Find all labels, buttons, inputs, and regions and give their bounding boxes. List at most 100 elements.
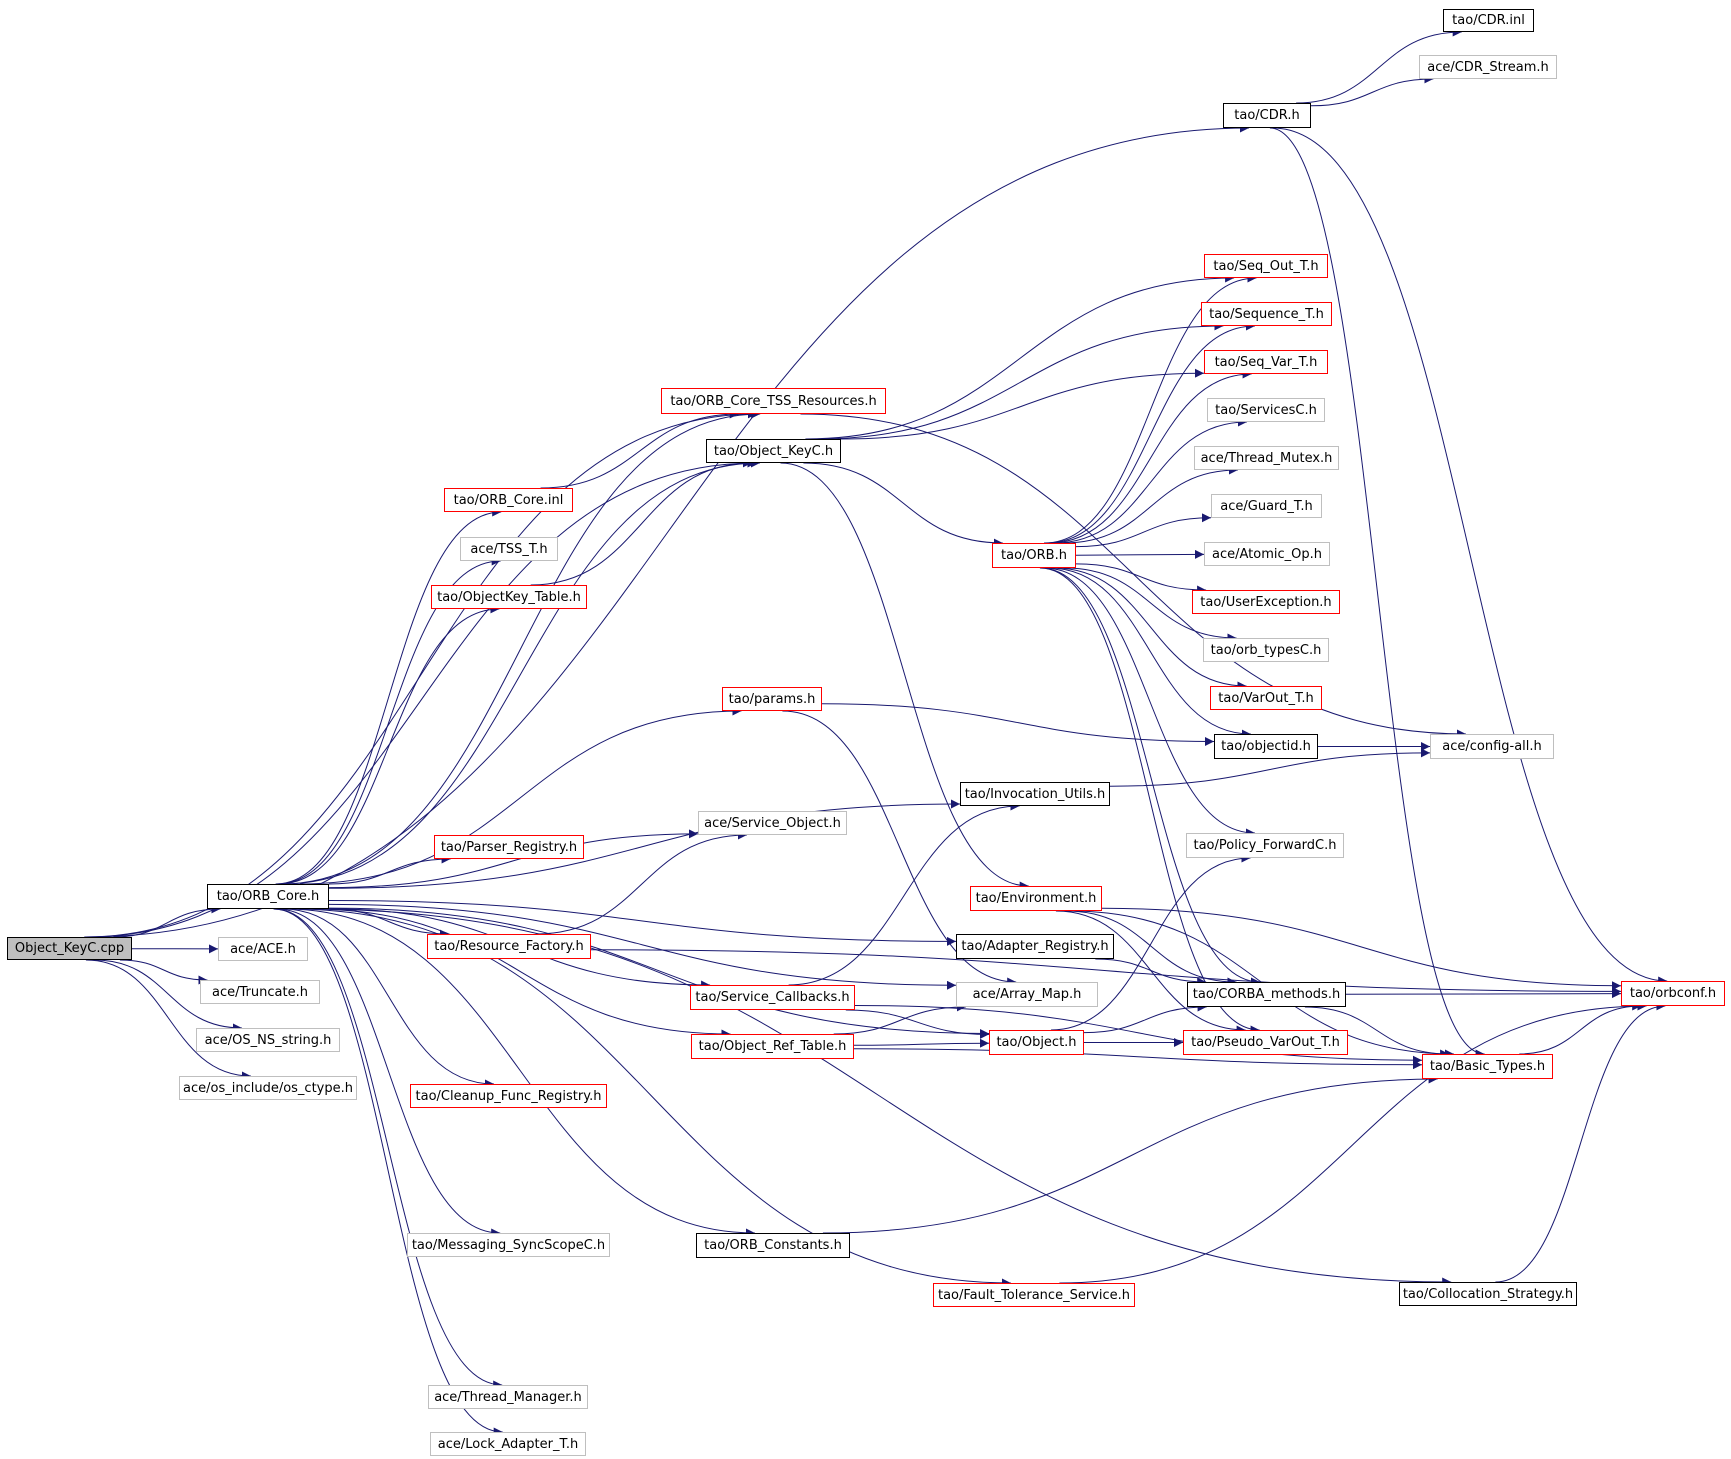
- node-ace-config-all-h[interactable]: ace/config-all.h: [1430, 734, 1554, 759]
- node-tao-cdr-h[interactable]: tao/CDR.h: [1223, 103, 1311, 128]
- node-tao-invocation-utils-h[interactable]: tao/Invocation_Utils.h: [960, 782, 1110, 806]
- node-tao-pseudo-varout-t-h[interactable]: tao/Pseudo_VarOut_T.h: [1183, 1030, 1348, 1055]
- node-tao-object-h[interactable]: tao/Object.h: [989, 1030, 1084, 1055]
- node-tao-servicesc-h[interactable]: tao/ServicesC.h: [1207, 398, 1325, 422]
- edge-n29-n49: [1495, 1001, 1666, 1283]
- node-tao-orb-h[interactable]: tao/ORB.h: [992, 543, 1076, 568]
- node-ace-guard-t-h[interactable]: ace/Guard_T.h: [1211, 494, 1322, 518]
- edge-n1-n26: [276, 908, 501, 1238]
- node-tao-object-ref-table-h[interactable]: tao/Object_Ref_Table.h: [691, 1034, 854, 1059]
- node-tao-cdr-inl[interactable]: tao/CDR.inl: [1443, 9, 1534, 32]
- edge-n32-n38: [1075, 513, 1212, 548]
- edge-n10-n33: [805, 273, 1235, 440]
- edge-n15-n44: [1109, 748, 1431, 787]
- node-tao-orb-core-inl[interactable]: tao/ORB_Core.inl: [444, 488, 573, 512]
- node-ace-cdr-stream-h[interactable]: ace/CDR_Stream.h: [1419, 55, 1557, 79]
- node-tao-sequence-t-h[interactable]: tao/Sequence_T.h: [1201, 302, 1332, 326]
- node-tao-varout-t-h[interactable]: tao/VarOut_T.h: [1210, 686, 1322, 710]
- edge-n32-n41: [1064, 567, 1237, 643]
- edge-n24-n46: [1083, 1002, 1207, 1034]
- edge-n13-n10: [530, 458, 752, 586]
- node-tao-fault-tolerance-service-h[interactable]: tao/Fault_Tolerance_Service.h: [933, 1283, 1135, 1307]
- edge-n0-n5: [85, 959, 251, 1081]
- node-tao-params-h[interactable]: tao/params.h: [722, 687, 822, 711]
- node-tao-cleanup-func-registry-h[interactable]: tao/Cleanup_Func_Registry.h: [410, 1084, 607, 1108]
- edge-n1-n12: [276, 556, 501, 885]
- edge-n19-n49: [1101, 907, 1622, 991]
- edge-n14-n21: [782, 710, 1017, 987]
- node-ace-truncate-h[interactable]: ace/Truncate.h: [200, 980, 320, 1004]
- node-tao-object-keyc-h[interactable]: tao/Object_KeyC.h: [706, 439, 841, 463]
- node-tao-objectkey-table-h[interactable]: tao/ObjectKey_Table.h: [431, 585, 587, 609]
- edge-n23-n21: [833, 1002, 966, 1035]
- edge-n28-n49: [1059, 1001, 1647, 1284]
- node-ace-array-map-h[interactable]: ace/Array_Map.h: [956, 982, 1098, 1007]
- edge-n1-n29: [306, 908, 1452, 1287]
- edge-n0-n10: [85, 458, 757, 938]
- node-tao-service-callbacks-h[interactable]: tao/Service_Callbacks.h: [690, 985, 855, 1010]
- node-tao-messaging-syncscopec-h[interactable]: tao/Messaging_SyncScopeC.h: [407, 1233, 610, 1257]
- edge-n18-n16: [535, 830, 747, 935]
- edge-n1-n30: [273, 908, 503, 1390]
- node-ace-thread-manager-h[interactable]: ace/Thread_Manager.h: [428, 1385, 588, 1409]
- edge-n1-n23: [309, 908, 731, 1039]
- node-tao-resource-factory-h[interactable]: tao/Resource_Factory.h: [427, 934, 591, 959]
- edge-n11-n9: [540, 409, 739, 489]
- node-ace-ace-h[interactable]: ace/ACE.h: [218, 937, 308, 961]
- node-tao-parser-registry-h[interactable]: tao/Parser_Registry.h: [434, 835, 584, 859]
- edge-n19-n46: [1065, 910, 1237, 987]
- node-object-keyc-cpp: Object_KeyC.cpp: [7, 937, 132, 960]
- node-ace-service-object-h[interactable]: ace/Service_Object.h: [698, 811, 847, 835]
- node-tao-environment-h[interactable]: tao/Environment.h: [970, 886, 1102, 911]
- edge-n22-n15: [788, 801, 1020, 986]
- edge-n1-n27: [286, 908, 755, 1238]
- edge-n32-n43: [1049, 567, 1251, 739]
- edge-n6-n48: [1269, 127, 1485, 1059]
- node-ace-atomic-op-h[interactable]: ace/Atomic_Op.h: [1204, 542, 1330, 566]
- edge-n18-n49: [590, 949, 1622, 996]
- node-ace-os-include-os-ctype-h[interactable]: ace/os_include/os_ctype.h: [179, 1076, 357, 1100]
- edge-n32-n33: [1043, 273, 1257, 544]
- edge-n1-n28: [291, 908, 1011, 1288]
- node-tao-orb-core-tss-resources-h[interactable]: tao/ORB_Core_TSS_Resources.h: [661, 388, 886, 414]
- node-tao-policy-forwardc-h[interactable]: tao/Policy_ForwardC.h: [1186, 833, 1344, 858]
- node-tao-basic-types-h[interactable]: tao/Basic_Types.h: [1422, 1054, 1553, 1079]
- edge-n1-n13: [278, 604, 500, 885]
- edge-n10-n19: [780, 462, 1029, 891]
- edge-n14-n43: [821, 703, 1215, 746]
- edge-n6-n8: [1310, 74, 1434, 107]
- node-tao-userexception-h[interactable]: tao/UserException.h: [1192, 590, 1340, 614]
- edge-n23-n24: [853, 1038, 990, 1048]
- edge-n32-n40: [1075, 563, 1207, 595]
- edge-n0-n3: [119, 959, 208, 985]
- edge-n32-n34: [1045, 321, 1255, 544]
- edge-n32-n46: [1040, 567, 1260, 987]
- node-tao-orbconf-h[interactable]: tao/orbconf.h: [1621, 981, 1725, 1006]
- edge-n10-n34: [816, 321, 1224, 440]
- edge-n27-n48: [822, 1074, 1438, 1234]
- node-ace-tss-t-h[interactable]: ace/TSS_T.h: [460, 537, 558, 561]
- node-tao-orb-typesc-h[interactable]: tao/orb_typesC.h: [1203, 638, 1329, 662]
- node-tao-corba-methods-h[interactable]: tao/CORBA_methods.h: [1187, 982, 1346, 1007]
- node-tao-objectid-h[interactable]: tao/objectid.h: [1214, 734, 1318, 759]
- node-tao-collocation-strategy-h[interactable]: tao/Collocation_Strategy.h: [1399, 1282, 1577, 1306]
- edge-n1-n24: [328, 907, 990, 1038]
- edge-n1-n9: [280, 409, 761, 885]
- node-tao-orb-constants-h[interactable]: tao/ORB_Constants.h: [696, 1233, 850, 1258]
- node-ace-lock-adapter-t-h[interactable]: ace/Lock_Adapter_T.h: [430, 1432, 586, 1456]
- node-tao-adapter-registry-h[interactable]: tao/Adapter_Registry.h: [956, 934, 1114, 959]
- node-ace-thread-mutex-h[interactable]: ace/Thread_Mutex.h: [1194, 446, 1339, 470]
- edge-n1-n17: [328, 854, 451, 885]
- edge-n10-n32: [803, 462, 1003, 548]
- edge-n1-n21: [328, 903, 957, 990]
- edge-n32-n42: [1054, 567, 1247, 691]
- node-ace-os-ns-string-h[interactable]: ace/OS_NS_string.h: [196, 1028, 340, 1052]
- edge-n32-n37: [1063, 465, 1238, 544]
- edge-n1-n25: [283, 908, 495, 1089]
- node-tao-seq-out-t-h[interactable]: tao/Seq_Out_T.h: [1204, 254, 1328, 278]
- node-tao-orb-core-h[interactable]: tao/ORB_Core.h: [207, 884, 329, 909]
- edge-n32-n35: [1048, 369, 1252, 544]
- node-tao-seq-var-t-h[interactable]: tao/Seq_Var_T.h: [1204, 350, 1328, 374]
- edge-n1-n10: [282, 458, 760, 885]
